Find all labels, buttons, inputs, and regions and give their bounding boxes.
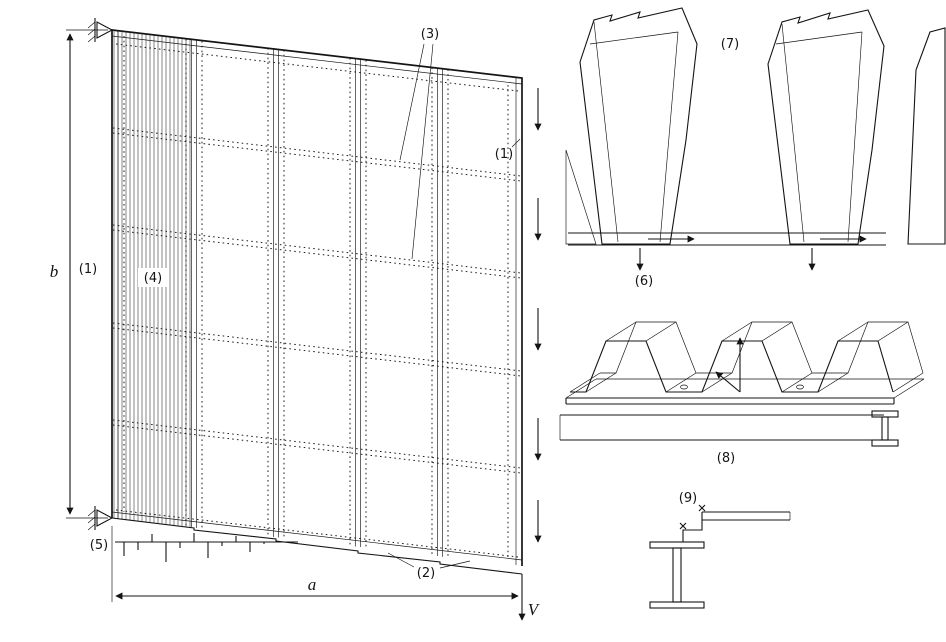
sheet-edge-lines — [682, 511, 791, 542]
main-shear-panel: V b a (1) (1) (3) (4) (5) — [50, 18, 542, 621]
dimension-a: a — [111, 526, 523, 602]
shear-force-arrow: V — [518, 574, 541, 621]
shear-flow-sketch — [115, 533, 298, 562]
callout-3: (3) — [421, 27, 439, 42]
callout-9: (9) — [679, 491, 697, 506]
mesh-ridges — [565, 7, 946, 245]
force-v-label: V — [528, 600, 541, 619]
callout-6: (6) — [635, 274, 653, 289]
fastener-rows — [112, 36, 522, 558]
panel-callouts: (1) (1) (3) (4) (5) (2) — [79, 27, 521, 581]
callout-7: (7) — [721, 37, 739, 52]
callout-8: (8) — [717, 451, 735, 466]
dimension-b: b — [50, 29, 108, 519]
callout-5: (5) — [90, 538, 108, 553]
callout-2: (2) — [417, 566, 435, 581]
fastener-marks — [679, 504, 706, 530]
trapezoidal-sheet — [569, 321, 924, 393]
reaction-arrows — [636, 235, 867, 271]
callout-7-bg — [710, 34, 750, 53]
dim-b-label: b — [50, 262, 59, 281]
callout-4-bg — [138, 268, 168, 287]
callout-1-left: (1) — [79, 262, 97, 277]
dim-a-label: a — [308, 575, 317, 594]
support-plane-lines — [568, 232, 886, 246]
i-beam-section — [649, 541, 705, 609]
sheeting-on-beam-view: (8) — [559, 321, 925, 466]
callout-1-top: (1) — [495, 147, 513, 162]
load-axis-arrows — [715, 337, 744, 393]
edge-plate — [565, 378, 925, 405]
sheet-bottom-edges — [111, 517, 523, 575]
panel-seams — [185, 39, 449, 558]
callout-4: (4) — [144, 271, 162, 286]
edge-connection-detail: (9) — [649, 491, 791, 609]
supporting-beam — [559, 410, 899, 447]
buckled-sheet-view: (7) (6) — [565, 7, 946, 289]
